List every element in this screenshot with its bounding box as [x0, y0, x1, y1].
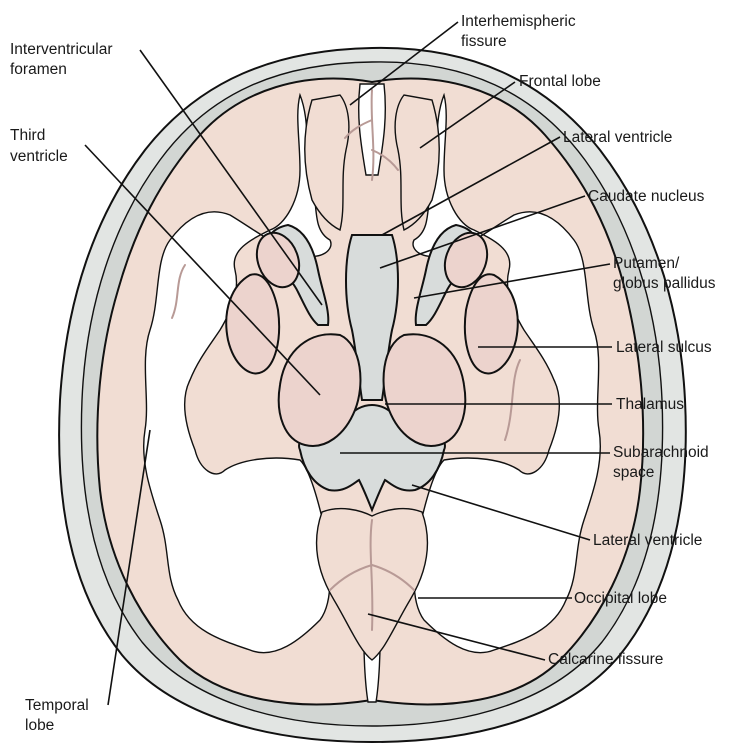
label-occipital-lobe: Occipital lobe: [574, 590, 667, 607]
label-interhemispheric-fissure: Interhemispheric fissure: [461, 13, 580, 50]
label-lateral-sulcus: Lateral sulcus: [616, 339, 712, 356]
label-temporal-lobe: Temporal lobe: [25, 697, 93, 734]
label-lateral-ventricle-posterior: Lateral ventricle: [593, 532, 702, 549]
label-frontal-lobe: Frontal lobe: [519, 73, 601, 90]
label-lateral-ventricle-anterior: Lateral ventricle: [563, 129, 672, 146]
label-calcarine-fissure: Calcarine fissure: [548, 651, 663, 668]
putamen-right: [465, 274, 518, 373]
label-third-ventricle: Third ventricle: [10, 127, 68, 165]
label-interventricular-foramen: Interventricular foramen: [10, 41, 117, 78]
label-thalamus: Thalamus: [616, 396, 684, 413]
label-caudate-nucleus: Caudate nucleus: [588, 188, 705, 205]
